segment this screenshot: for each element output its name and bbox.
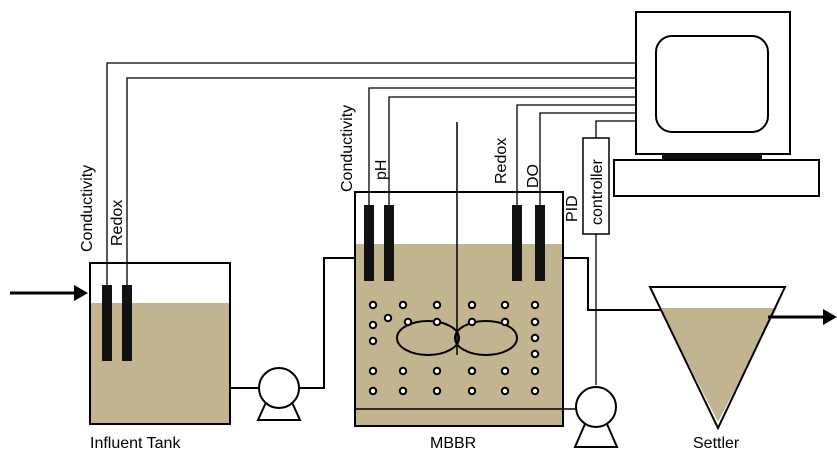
settler-wall — [648, 286, 787, 431]
mbbr-ph-probe — [384, 205, 394, 281]
influent-tank-wall — [89, 262, 231, 425]
mbbr-conductivity-label: Conductivity — [339, 105, 356, 192]
pid-controller: controller PID — [564, 137, 610, 385]
feed-pump — [256, 367, 302, 421]
mbbr-do-label: DO — [525, 164, 542, 188]
influent-tank: Conductivity Redox Influent Tank — [79, 165, 231, 452]
influent-liquid — [90, 303, 230, 424]
air-pump — [563, 386, 619, 448]
carrier-media — [368, 300, 540, 396]
influent-conductivity-label: Conductivity — [79, 165, 96, 252]
settler: Settler — [648, 286, 787, 452]
inlet-arrow — [10, 285, 88, 301]
computer-base — [613, 159, 820, 197]
monitor-screen — [655, 35, 769, 133]
outlet-arrow — [768, 309, 837, 325]
settler-label: Settler — [693, 435, 740, 452]
signal-wires — [106, 62, 640, 285]
mbbr-label: MBBR — [430, 435, 476, 452]
computer — [613, 11, 820, 197]
mbbr-ph-label: pH — [373, 160, 390, 180]
mbbr-redox-label: Redox — [493, 138, 510, 184]
controller-box — [582, 137, 610, 235]
pid-label: PID — [564, 195, 581, 222]
influent-redox-probe — [122, 285, 132, 361]
influent-redox-label: Redox — [109, 200, 126, 246]
mbbr-reactor: Conductivity pH Redox DO MBBR — [339, 105, 564, 452]
mixer-blade-left — [396, 320, 460, 356]
monitor-stand — [662, 154, 762, 160]
mbbr-conductivity-probe — [364, 205, 374, 281]
effluent-line — [563, 257, 668, 311]
influent-conductivity-probe — [102, 285, 112, 361]
mixer-blade-right — [454, 320, 518, 356]
controller-label: controller — [589, 159, 606, 225]
mbbr-wall — [354, 191, 564, 427]
mbbr-redox-probe — [512, 205, 522, 281]
feed-line — [230, 257, 355, 389]
mbbr-do-probe — [535, 205, 545, 281]
influent-tank-label: Influent Tank — [90, 435, 181, 452]
settler-liquid — [660, 308, 777, 422]
